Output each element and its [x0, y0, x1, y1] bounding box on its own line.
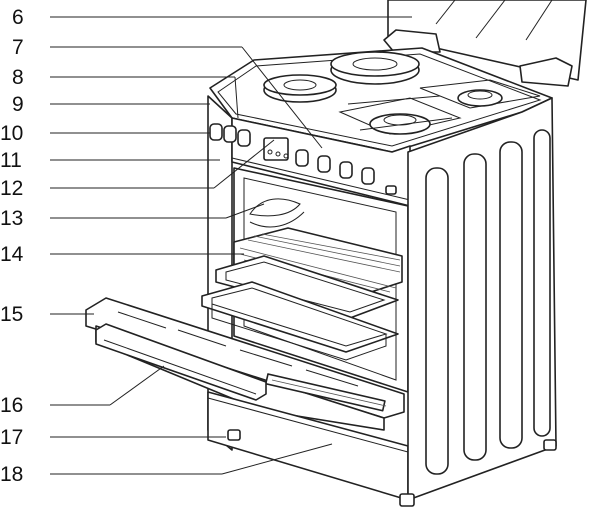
control-knobs	[209, 123, 375, 185]
baking-tray-deep	[201, 281, 399, 361]
label-9: 9	[12, 93, 24, 116]
cooker-right-side	[407, 97, 557, 501]
oven-wire-shelf	[233, 227, 403, 301]
door-handle	[95, 323, 267, 401]
leader-lines	[50, 16, 412, 475]
gas-burner-front	[338, 95, 462, 135]
cooker-foot-left	[227, 429, 241, 441]
label-12: 12	[0, 177, 23, 200]
label-7: 7	[12, 36, 24, 59]
electric-hotplate-small	[263, 74, 337, 103]
label-11: 11	[0, 149, 22, 172]
label-14: 14	[0, 243, 24, 266]
cooker-foot-right	[543, 439, 557, 451]
label-13: 13	[0, 207, 23, 230]
label-18: 18	[0, 463, 23, 486]
indicator-switch	[385, 185, 397, 195]
label-15: 15	[0, 303, 23, 326]
label-8: 8	[12, 66, 24, 89]
part-labels: 6 7 8 9 10 11 12 13 14 15 16 17 18	[0, 6, 24, 486]
cooker-foot-front	[399, 493, 415, 507]
label-16: 16	[0, 394, 23, 417]
gas-burner-back	[419, 79, 541, 109]
label-10: 10	[0, 122, 23, 145]
baking-tray-shallow	[215, 255, 399, 319]
label-17: 17	[0, 426, 23, 449]
cooker-lid	[383, 0, 587, 87]
timer-display	[263, 137, 289, 161]
electric-hotplate-large	[330, 51, 420, 85]
label-6: 6	[12, 6, 24, 29]
